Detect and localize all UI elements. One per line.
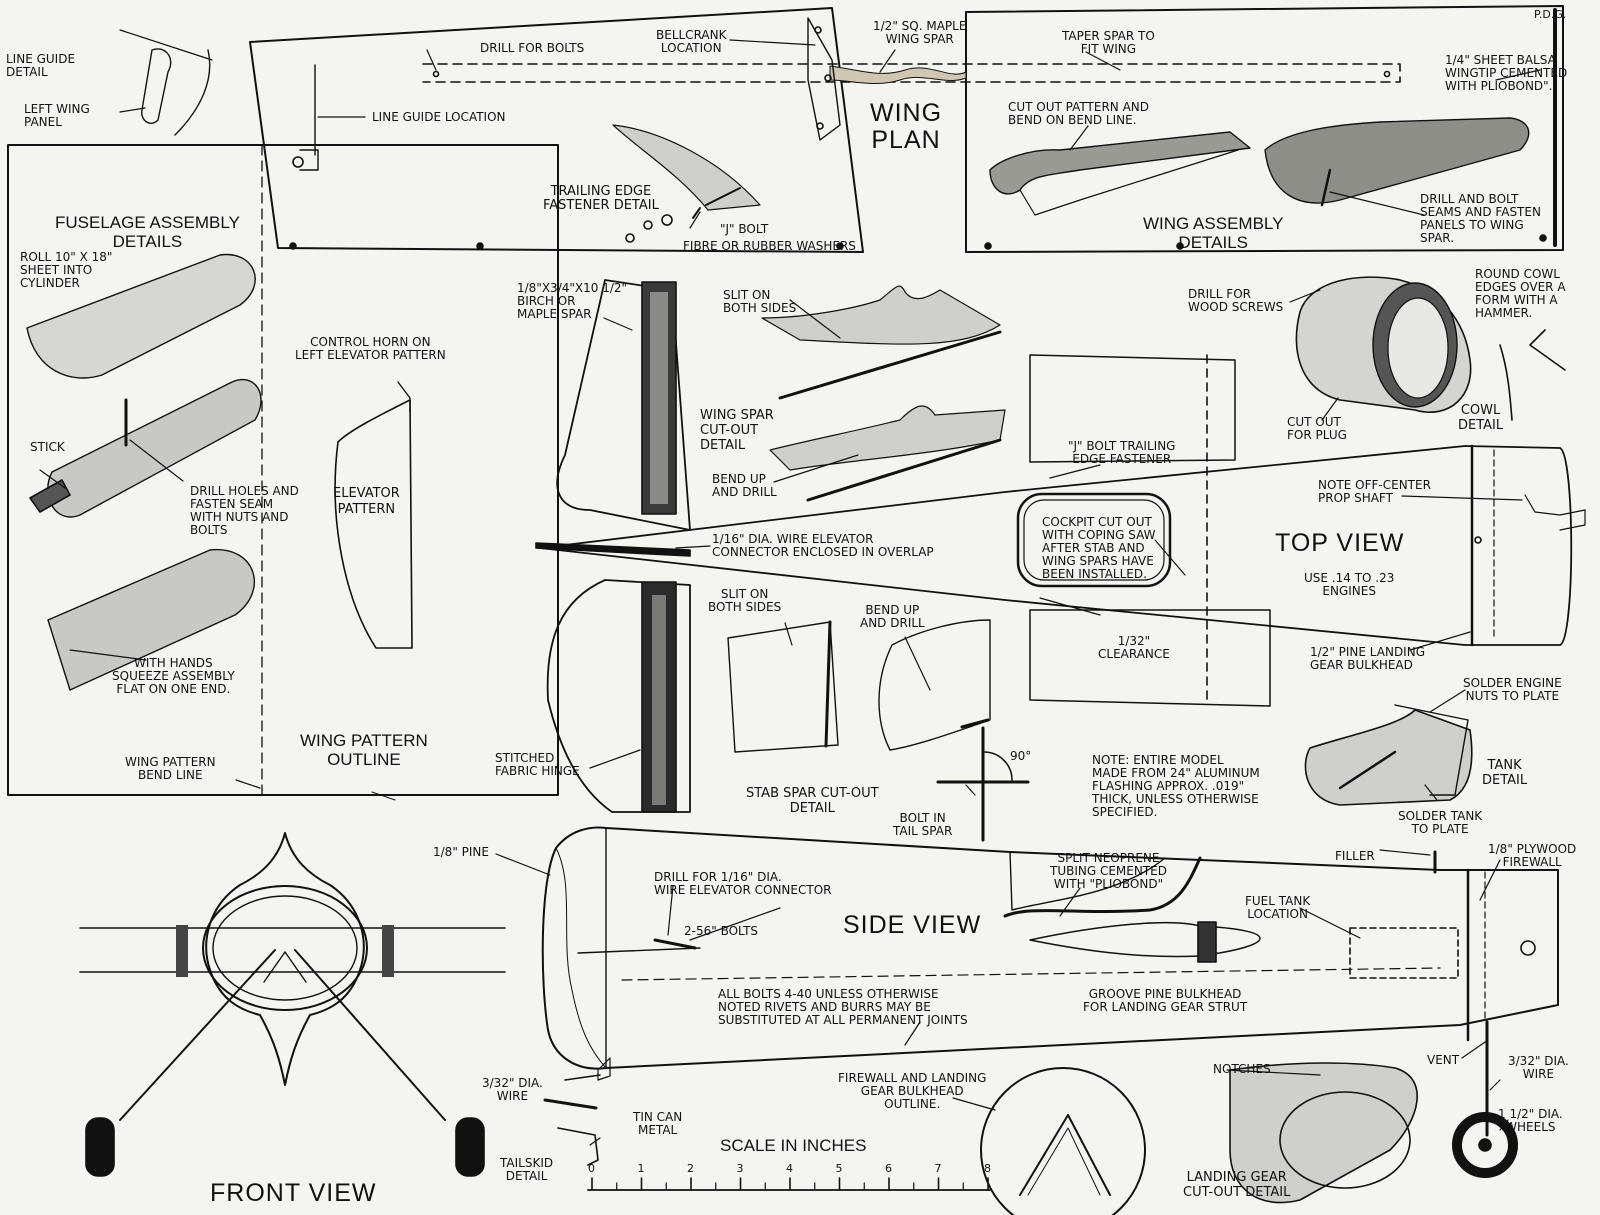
fuel-tank-label: FUEL TANK LOCATION <box>1245 894 1311 921</box>
landing-gear-cutout-label: LANDING GEAR CUT-OUT DETAIL <box>1183 1170 1291 1200</box>
vent-label: VENT <box>1427 1053 1460 1067</box>
wing-plan-drawing <box>119 5 1564 253</box>
fibre-washers-label: FIBRE OR RUBBER WASHERS <box>683 239 856 253</box>
elevator-pattern-title: ELEVATOR PATTERN <box>333 486 400 517</box>
taper-spar-label: TAPER SPAR TO FIT WING <box>1062 29 1155 56</box>
bend-up-drill-2-label: BEND UP AND DRILL <box>860 603 925 630</box>
cut-out-plug-label: CUT OUT FOR PLUG <box>1287 415 1347 442</box>
pine-bulkhead-label: 1/2" PINE LANDING GEAR BULKHEAD <box>1310 645 1425 672</box>
scale-tick-label: 6 <box>885 1162 892 1175</box>
roll-sheet-label: ROLL 10" x 18" SHEET INTO CYLINDER <box>20 250 113 290</box>
ninety-degree-label: 90° <box>1010 749 1032 763</box>
clearance-label: 1/32" CLEARANCE <box>1098 634 1170 661</box>
credit-mark: P.D.G. <box>1534 8 1567 21</box>
line-guide-detail-label: LINE GUIDE DETAIL <box>6 52 76 79</box>
scale-tick-label: 3 <box>736 1162 744 1175</box>
pine-eighth-label: 1/8" PINE <box>433 845 489 859</box>
squeeze-assembly-label: WITH HANDS SQUEEZE ASSEMBLY FLAT ON ONE … <box>112 656 235 696</box>
top-view-drawing <box>539 354 1586 707</box>
filler-label: FILLER <box>1335 849 1375 863</box>
fuselage-assembly-title: FUSELAGE ASSEMBLY DETAILS <box>55 213 240 251</box>
scale-title: SCALE IN INCHES <box>720 1136 867 1155</box>
bend-up-drill-1-label: BEND UP AND DRILL <box>712 472 777 499</box>
wing-pattern-outline-title: WING PATTERN OUTLINE <box>300 731 428 769</box>
firewall-outline-label: FIREWALL AND LANDING GEAR BULKHEAD OUTLI… <box>838 1071 987 1111</box>
left-wing-panel-label: LEFT WING PANEL <box>24 102 90 129</box>
wheels-label: 1 1/2" DIA. WHEELS <box>1498 1107 1563 1134</box>
prop-shaft-label: NOTE OFF-CENTER PROP SHAFT <box>1318 478 1431 505</box>
cowl-detail-label: COWL DETAIL <box>1458 403 1504 433</box>
birch-spar-label: 1/8"x3/4"x10 1/2" BIRCH OR MAPLE SPAR <box>517 281 628 321</box>
j-bolt-trailing-label: "J" BOLT TRAILING EDGE FASTENER <box>1068 439 1176 466</box>
cut-out-pattern-label: CUT OUT PATTERN AND BEND ON BEND LINE. <box>1008 100 1150 127</box>
drill-for-bolts-label: DRILL FOR BOLTS <box>480 41 585 55</box>
spar-detail-drawings <box>727 285 1030 842</box>
all-bolts-note: ALL BOLTS 4-40 UNLESS OTHERWISE NOTED RI… <box>718 987 968 1027</box>
tin-can-label: TIN CAN METAL <box>633 1110 683 1137</box>
engines-label: USE .14 TO .23 ENGINES <box>1304 571 1395 598</box>
drill-bolt-seams-label: DRILL AND BOLT SEAMS AND FASTEN PANELS T… <box>1420 192 1541 245</box>
scale-tick-label: 0 <box>588 1162 595 1175</box>
wing-spar-cutout-label: WING SPAR CUT-OUT DETAIL <box>700 408 774 453</box>
slit-top-label: SLIT ON BOTH SIDES <box>723 288 797 315</box>
tail-wire-label: 3/32" DIA. WIRE <box>482 1076 543 1103</box>
drill-wood-screws-label: DRILL FOR WOOD SCREWS <box>1188 287 1284 314</box>
model-note-label: NOTE: ENTIRE MODEL MADE FROM 24" ALUMINU… <box>1092 753 1260 819</box>
bolts-256-label: 2-56" BOLTS <box>684 924 759 938</box>
drill-holes-label: DRILL HOLES AND FASTEN SEAM WITH NUTS AN… <box>190 484 299 537</box>
wing-plan-title: WING PLAN <box>870 99 943 154</box>
scale-tick-label: 4 <box>786 1162 793 1175</box>
slit-bottom-label: SLIT ON BOTH SIDES <box>708 587 782 614</box>
tailskid-detail-label: TAILSKID DETAIL <box>500 1156 554 1183</box>
front-view-title: FRONT VIEW <box>210 1179 377 1207</box>
scale-tick-label: 7 <box>934 1162 942 1175</box>
solder-tank-label: SOLDER TANK TO PLATE <box>1398 809 1483 836</box>
scale-tick-marks <box>591 1177 989 1191</box>
notches-label: NOTCHES <box>1213 1062 1271 1076</box>
bellcrank-location-label: BELLCRANK LOCATION <box>656 28 727 55</box>
wing-pattern-outline-drawing <box>7 144 559 801</box>
control-horn-label: CONTROL HORN ON LEFT ELEVATOR PATTERN <box>295 335 446 362</box>
side-view-title: SIDE VIEW <box>843 911 982 939</box>
leader-lines <box>39 39 1541 1146</box>
j-bolt-label: "J" BOLT <box>720 222 769 236</box>
tank-detail-drawing <box>1304 704 1473 806</box>
trailing-edge-fastener-label: TRAILING EDGE FASTENER DETAIL <box>543 184 659 213</box>
round-cowl-label: ROUND COWL EDGES OVER A FORM WITH A HAMM… <box>1475 267 1566 320</box>
scale-tick-label: 8 <box>984 1162 991 1175</box>
stitched-hinge-label: STITCHED FABRIC HINGE <box>495 751 580 778</box>
front-view-drawing <box>79 832 506 1177</box>
plywood-firewall-label: 1/8" PLYWOOD FIREWALL <box>1488 842 1577 869</box>
gear-wire-label: 3/32" DIA. WIRE <box>1508 1054 1569 1081</box>
groove-pine-label: GROOVE PINE BULKHEAD FOR LANDING GEAR ST… <box>1083 987 1248 1014</box>
drill-connector-label: DRILL FOR 1/16" DIA. WIRE ELEVATOR CONNE… <box>654 870 832 897</box>
elevator-connector-label: 1/16" DIA. WIRE ELEVATOR CONNECTOR ENCLO… <box>712 532 934 559</box>
side-view-drawing <box>541 826 1559 1178</box>
stabilizer-drawing <box>535 279 691 813</box>
split-neoprene-label: SPLIT NEOPRENE TUBING CEMENTED WITH "PLI… <box>1050 851 1167 891</box>
maple-wing-spar-label: 1/2" SQ. MAPLE WING SPAR <box>873 19 967 46</box>
wing-pattern-bend-line-label: WING PATTERN BEND LINE <box>125 755 216 782</box>
top-view-title: TOP VIEW <box>1275 529 1405 557</box>
scale-tick-label: 5 <box>835 1162 843 1175</box>
tank-detail-label: TANK DETAIL <box>1482 758 1528 788</box>
scale-tick-label: 1 <box>637 1162 645 1175</box>
cockpit-cut-label: COCKPIT CUT OUT WITH COPING SAW AFTER ST… <box>1042 515 1156 581</box>
wing-assembly-title: WING ASSEMBLY DETAILS <box>1143 214 1284 252</box>
stick-label: STICK <box>30 440 65 454</box>
stab-spar-cutout-label: STAB SPAR CUT-OUT DETAIL <box>746 786 879 816</box>
bolt-tail-spar-label: BOLT IN TAIL SPAR <box>893 811 953 838</box>
line-guide-location-label: LINE GUIDE LOCATION <box>372 110 506 124</box>
solder-engine-nuts-label: SOLDER ENGINE NUTS TO PLATE <box>1463 676 1562 703</box>
cowl-detail-drawing <box>1295 276 1566 421</box>
lower-detail-drawings <box>543 1062 1418 1215</box>
wingtip-label: 1/4" SHEET BALSA WINGTIP CEMENTED WITH P… <box>1445 53 1568 93</box>
scale-tick-label: 2 <box>687 1162 694 1175</box>
